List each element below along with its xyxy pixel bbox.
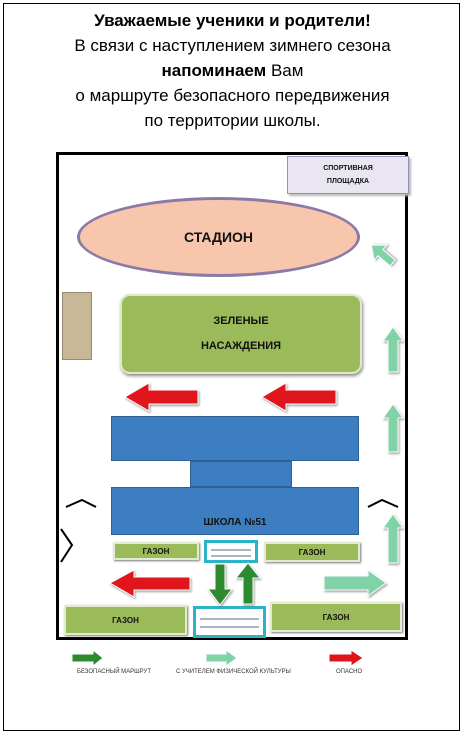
- left-gate-marker: [60, 528, 74, 563]
- sports-ground-label-2: ПЛОЩАДКА: [326, 178, 370, 185]
- header-line-5: по территории школы.: [144, 111, 321, 130]
- right-entrance-marker: [367, 498, 399, 508]
- pe-arrow-up-2: [382, 403, 404, 453]
- header-line-4: о маршруте безопасного передвижения: [75, 86, 390, 105]
- lawn-2: ГАЗОН: [264, 542, 360, 562]
- header: Уважаемые ученики и родители! В связи с …: [0, 8, 465, 133]
- school-label: ШКОЛА №51: [203, 517, 267, 528]
- safe-arrow-up: [234, 562, 262, 605]
- header-line-3: напоминаем Вам: [0, 58, 465, 83]
- danger-arrow-1: [124, 382, 199, 412]
- safe-arrow-down: [207, 563, 233, 606]
- main-gate: [193, 606, 266, 638]
- school-building-middle: [190, 461, 292, 487]
- lawn-1: ГАЗОН: [113, 542, 199, 560]
- school-building-top: [111, 416, 359, 461]
- stadium: СТАДИОН: [77, 197, 360, 277]
- danger-arrow-2: [261, 382, 337, 412]
- left-entrance-marker: [65, 498, 97, 508]
- lawn-3-label: ГАЗОН: [112, 615, 139, 625]
- lawn-4: ГАЗОН: [270, 602, 402, 632]
- legend-safe-arrow: [71, 648, 104, 668]
- sports-ground-label-1: СПОРТИВНАЯ: [323, 165, 373, 172]
- legend-pe-label: С УЧИТЕЛЕМ ФИЗИЧЕСКОЙ КУЛЬТУРЫ: [176, 669, 291, 675]
- green-plantings: ЗЕЛЕНЫЕ НАСАЖДЕНИЯ: [120, 294, 362, 374]
- header-line-3-rest: Вам: [266, 61, 304, 80]
- pe-arrow-right: [323, 569, 387, 597]
- danger-arrow-3: [108, 569, 191, 598]
- pe-arrow-up-1: [382, 326, 404, 373]
- legend-safe-label: БЕЗОПАСНЫЙ МАРШРУТ: [77, 669, 152, 675]
- legend-danger-label: ОПАСНО: [336, 669, 363, 675]
- pe-arrow-up-3: [382, 513, 404, 564]
- side-building: [62, 292, 92, 360]
- stadium-label: СТАДИОН: [183, 229, 254, 245]
- sports-ground: СПОРТИВНАЯ ПЛОЩАДКА: [287, 156, 409, 194]
- legend-danger-arrow: [328, 649, 364, 667]
- header-line-3-bold: напоминаем: [161, 61, 267, 80]
- lawn-1-label: ГАЗОН: [142, 546, 170, 556]
- lawn-2-label: ГАЗОН: [298, 547, 326, 557]
- inner-gate: [204, 540, 258, 563]
- legend-pe-arrow: [205, 649, 238, 667]
- pe-arrow-diagonal: [370, 244, 397, 267]
- lawn-3: ГАЗОН: [64, 605, 187, 635]
- header-line-2: В связи с наступлением зимнего сезона: [74, 36, 391, 55]
- poster-frame: [3, 3, 460, 731]
- lawn-4-label: ГАЗОН: [322, 612, 350, 622]
- header-title: Уважаемые ученики и родители!: [94, 11, 371, 30]
- green-plantings-label-1: ЗЕЛЕНЫЕ: [213, 315, 269, 327]
- school-building-main: ШКОЛА №51: [111, 487, 359, 535]
- green-plantings-label-2: НАСАЖДЕНИЯ: [200, 340, 282, 352]
